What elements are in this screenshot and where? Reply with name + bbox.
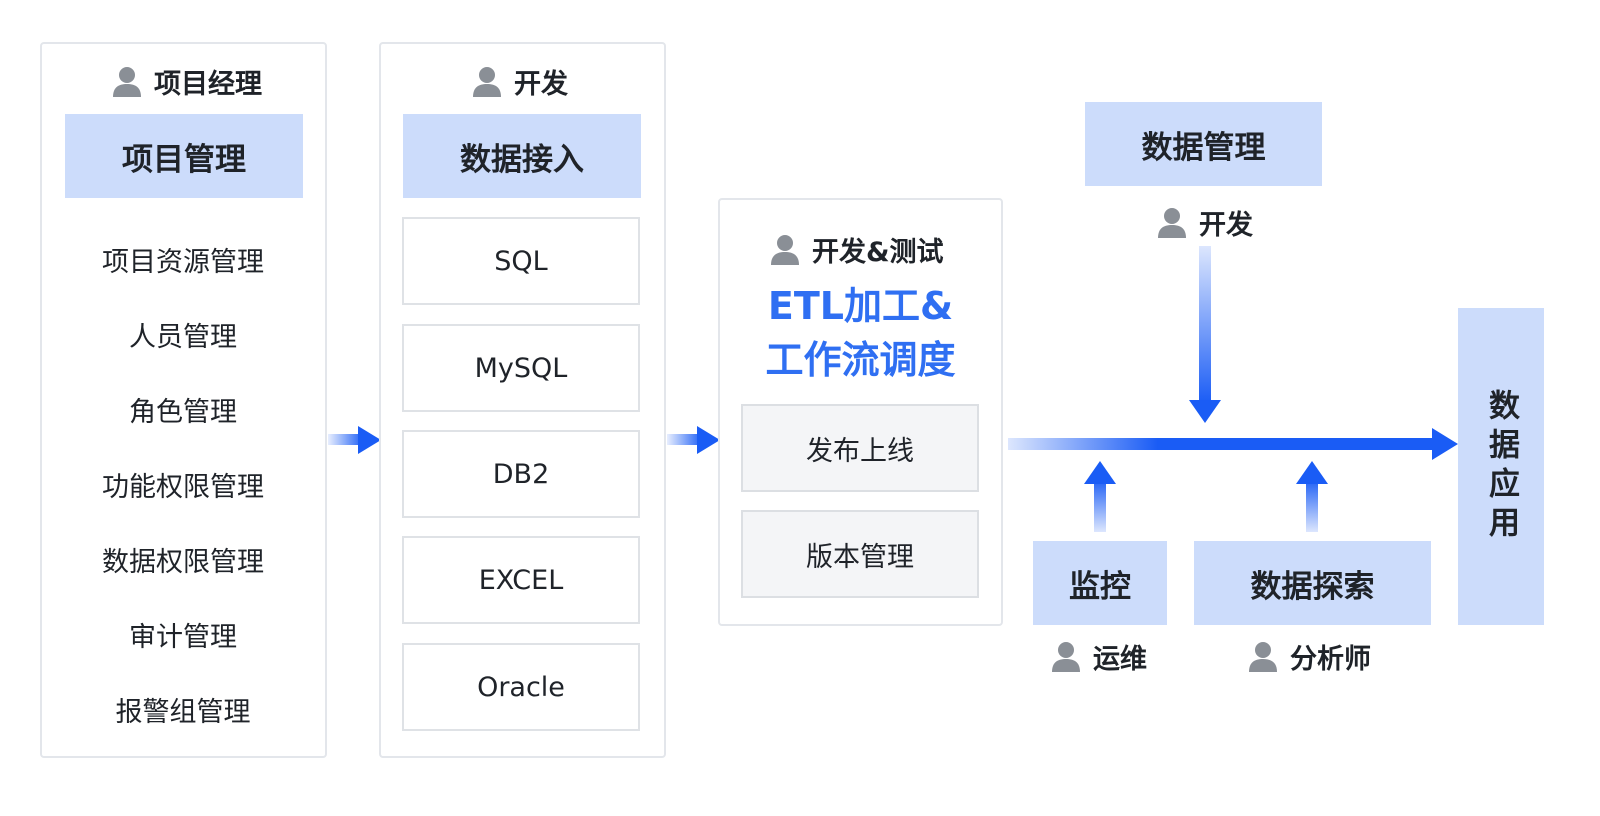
etl-item-publish: 发布上线 (741, 404, 979, 492)
project-item-function-permissions: 功能权限管理 (102, 472, 264, 503)
ingest-role: 开发 (472, 62, 568, 101)
arrow-up-monitoring (1084, 461, 1116, 532)
data-application-label: 数据应用 (1483, 388, 1519, 545)
project-item-personnel: 人员管理 (129, 322, 237, 353)
monitoring-role: 运维 (1051, 637, 1147, 676)
arrow-ingest-to-etl (667, 426, 720, 454)
person-icon (472, 66, 502, 98)
project-item-alert-groups: 报警组管理 (115, 697, 251, 728)
source-excel: EXCEL (402, 536, 640, 624)
data-management-role-label: 开发 (1199, 210, 1253, 241)
person-icon (770, 234, 800, 266)
project-role-label: 项目经理 (154, 69, 262, 100)
arrow-project-to-ingest (328, 426, 381, 454)
etl-title-line2: 工作流调度 (765, 338, 956, 382)
project-item-roles: 角色管理 (129, 397, 237, 428)
project-header: 项目管理 (65, 114, 303, 198)
etl-role: 开发&测试 (770, 230, 944, 269)
etl-role-label: 开发&测试 (812, 237, 944, 268)
data-exploration-role-label: 分析师 (1290, 644, 1371, 675)
arrow-down-data-management (1189, 246, 1221, 423)
source-db2: DB2 (402, 430, 640, 518)
project-item-data-permissions: 数据权限管理 (102, 547, 264, 578)
person-icon (1157, 207, 1187, 239)
source-oracle: Oracle (402, 643, 640, 731)
arrow-up-data-exploration (1296, 461, 1328, 532)
person-icon (112, 66, 142, 98)
person-icon (1248, 641, 1278, 673)
data-application-box: 数据应用 (1458, 308, 1544, 625)
etl-item-versions: 版本管理 (741, 510, 979, 598)
data-management-box: 数据管理 (1085, 102, 1322, 186)
data-management-role: 开发 (1157, 203, 1253, 242)
source-sql: SQL (402, 217, 640, 305)
project-item-resource: 项目资源管理 (102, 247, 264, 278)
data-exploration-box: 数据探索 (1194, 541, 1431, 625)
etl-title-line1: ETL加工& (767, 284, 954, 328)
source-mysql: MySQL (402, 324, 640, 412)
monitoring-box: 监控 (1033, 541, 1167, 625)
project-role: 项目经理 (112, 62, 262, 101)
data-exploration-role: 分析师 (1248, 637, 1371, 676)
monitoring-role-label: 运维 (1093, 644, 1147, 675)
ingest-header: 数据接入 (403, 114, 641, 198)
ingest-role-label: 开发 (514, 69, 568, 100)
arrow-etl-to-application (1008, 428, 1458, 460)
person-icon (1051, 641, 1081, 673)
project-item-audit: 审计管理 (129, 622, 237, 653)
